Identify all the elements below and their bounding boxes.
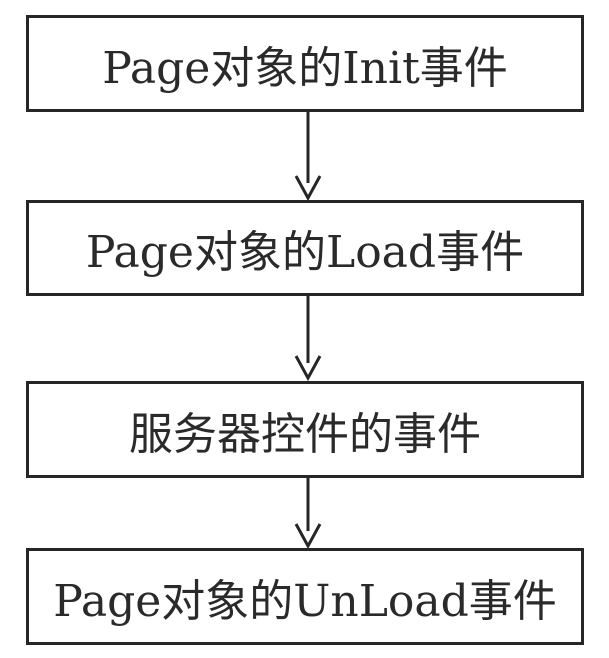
step-label: Page对象的Init事件 (102, 42, 508, 94)
step-page-unload: Page对象的UnLoad事件 (26, 548, 584, 645)
step-page-init: Page对象的Init事件 (26, 15, 584, 112)
step-server-control-events: 服务器控件的事件 (26, 381, 584, 478)
arrowhead-1 (294, 175, 322, 202)
step-label: Page对象的UnLoad事件 (53, 575, 557, 627)
step-label: 服务器控件的事件 (129, 408, 481, 460)
step-label: Page对象的Load事件 (85, 227, 525, 278)
arrowhead-2 (294, 355, 322, 382)
arrowhead-3 (294, 523, 322, 550)
step-page-load: Page对象的Load事件 (26, 200, 584, 296)
